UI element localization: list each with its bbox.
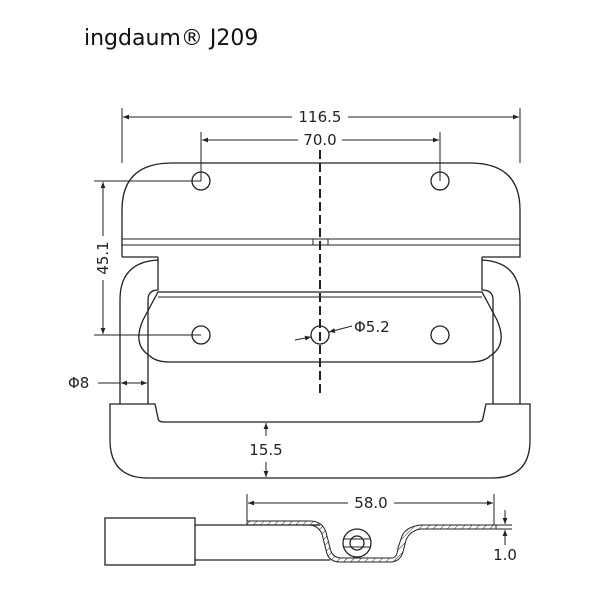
- mount-hole-bottom-right: [430, 325, 450, 345]
- dimension-116-5: 116.5: [121, 108, 521, 163]
- svg-text:116.5: 116.5: [299, 108, 342, 126]
- dimension-phi-5-2: Φ5.2: [294, 318, 390, 341]
- svg-text:58.0: 58.0: [354, 494, 387, 512]
- svg-text:70.0: 70.0: [303, 131, 336, 149]
- drawing-title: ingdaum® J209: [84, 26, 259, 51]
- svg-text:1.0: 1.0: [493, 546, 517, 564]
- svg-text:15.5: 15.5: [249, 441, 282, 459]
- dimension-45-1: 45.1: [94, 180, 201, 336]
- dimension-15-5: 15.5: [249, 423, 283, 477]
- dimension-58-0: 58.0: [246, 494, 495, 525]
- svg-text:Φ8: Φ8: [68, 374, 89, 392]
- svg-text:Φ5.2: Φ5.2: [354, 318, 390, 336]
- dimension-70-0: 70.0: [200, 131, 441, 181]
- dimension-phi-8: Φ8: [68, 374, 147, 392]
- side-view: [104, 517, 497, 566]
- handle-wire: [119, 257, 521, 404]
- svg-text:45.1: 45.1: [94, 241, 112, 274]
- grip: [109, 403, 531, 479]
- hinge-pin-inner: [349, 535, 365, 551]
- hinge-pin-outer: [342, 528, 372, 558]
- dimension-1-0: 1.0: [493, 510, 517, 564]
